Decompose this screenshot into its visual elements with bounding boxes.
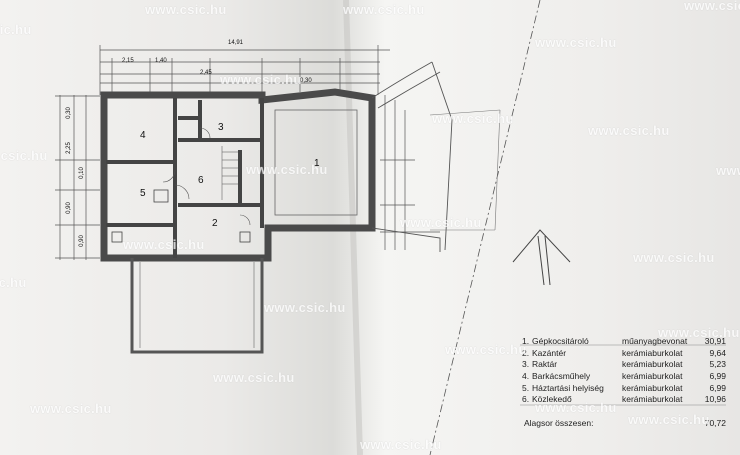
legend-num: 1. (522, 336, 530, 346)
watermark: www.csic.hu (246, 162, 328, 177)
driveway (371, 61, 453, 252)
north-arrow-icon (512, 229, 571, 286)
room-label-6: 6 (198, 175, 204, 186)
legend-room-name: Gépkocsitároló (532, 336, 589, 346)
legend-num: 4. (522, 371, 530, 382)
legend-material: kerámiaburkolat (622, 394, 683, 405)
watermark: www.csic.hu (535, 35, 617, 50)
legend-row: 1. Gépkocsitároló műanyagbevonat 30,91 (512, 336, 726, 348)
dimension-left-3: 0,10 (78, 167, 85, 179)
legend-room-name: Kazántér (532, 347, 567, 358)
watermark: www.csic.hu (535, 400, 617, 415)
legend-total-label: Alagsor összesen: (524, 418, 594, 428)
legend-row: 2. Kazántér kerámiaburkolat 9,64 (512, 348, 726, 360)
dimension-left-4: 0,90 (65, 202, 72, 214)
outer-walls (100, 88, 376, 262)
legend-room-name: Raktár (532, 359, 558, 370)
room-label-1: 1 (314, 158, 320, 169)
watermark: www.csic.hu (633, 250, 715, 265)
watermark: www.csic.hu (123, 237, 205, 252)
legend-lines (520, 344, 726, 406)
inner-walls (106, 98, 264, 258)
dimension-top-3: 2,45 (200, 70, 212, 76)
legend-num: 6. (522, 394, 530, 405)
dimension-top-2: 1,40 (155, 58, 167, 64)
left-dimension-lines (55, 95, 100, 260)
legend-total-value: 70,72 (704, 418, 726, 428)
dimension-left-1: 0,30 (65, 107, 72, 119)
legend-row: 4. Barkácsműhely kerámiaburkolat 6,99 (512, 371, 726, 383)
legend-room-name: Barkácsműhely (532, 371, 591, 382)
dimension-left-5: 0,90 (78, 235, 85, 247)
watermark: www.csic.hu (400, 215, 482, 230)
legend-material: kerámiaburkolat (622, 359, 683, 370)
legend-material: kerámiaburkolat (622, 382, 683, 393)
dimension-top-4: 0,30 (300, 78, 312, 84)
watermark: www.csic.hu (213, 370, 295, 385)
legend-area: 6,99 (709, 382, 726, 393)
watermark: www.csic.hu (264, 300, 346, 315)
room-label-2: 2 (212, 218, 218, 229)
room-label-3: 3 (218, 122, 224, 133)
legend-material: kerámiaburkolat (622, 347, 683, 358)
watermark: www.csic.hu (684, 0, 740, 13)
legend-material: műanyagbevonat (622, 336, 688, 346)
right-dimension-lines (380, 95, 440, 250)
legend-area: 5,23 (709, 359, 726, 370)
room-legend: 1. Gépkocsitároló műanyagbevonat 30,91 2… (512, 336, 726, 428)
watermark: www.csic.hu (588, 123, 670, 138)
dimension-left-2: 2,25 (65, 142, 72, 154)
watermark: www.csic.hu (628, 412, 710, 427)
watermark: www.csic.hu (220, 72, 302, 87)
watermark: www.csic.hu (0, 22, 32, 37)
watermark: www.csic.hu (30, 401, 112, 416)
legend-num: 3. (522, 359, 530, 370)
watermark: www.csic.hu (658, 325, 740, 340)
legend-area: 10,96 (704, 394, 726, 405)
legend-area: 9,64 (709, 347, 726, 358)
watermark: www.csic.hu (0, 275, 27, 290)
legend-room-name: Háztartási helyiség (532, 382, 604, 393)
room-label-4: 4 (140, 130, 146, 141)
stairs (221, 146, 238, 200)
watermark: www.csic.hu (145, 2, 227, 17)
legend-area: 6,99 (709, 371, 726, 382)
room-label-5: 5 (140, 188, 146, 199)
watermark: www.csic.hu (343, 2, 425, 17)
legend-row: 6. Közlekedő kerámiaburkolat 10,96 (512, 394, 726, 406)
dimension-total-width: 14,91 (228, 40, 244, 46)
legend-row: 5. Háztartási helyiség kerámiaburkolat 6… (512, 383, 726, 395)
legend-row: 3. Raktár kerámiaburkolat 5,23 (512, 359, 726, 371)
top-dimension-lines (99, 45, 390, 95)
legend-material: kerámiaburkolat (622, 371, 683, 382)
legend-area: 30,91 (704, 336, 726, 346)
watermark: www.csic.hu (360, 437, 442, 452)
legend-room-name: Közlekedő (532, 394, 572, 405)
watermark: www.csic.hu (432, 111, 514, 126)
dimension-top-1: 2,15 (122, 58, 134, 64)
watermark: www.csic.hu (716, 163, 740, 178)
watermark: www.csic.hu (0, 148, 48, 163)
door-swings (162, 127, 251, 226)
legend-num: 2. (522, 347, 530, 358)
patio (130, 258, 264, 354)
watermark: www.csic.hu (445, 342, 527, 357)
legend-num: 5. (522, 382, 530, 393)
